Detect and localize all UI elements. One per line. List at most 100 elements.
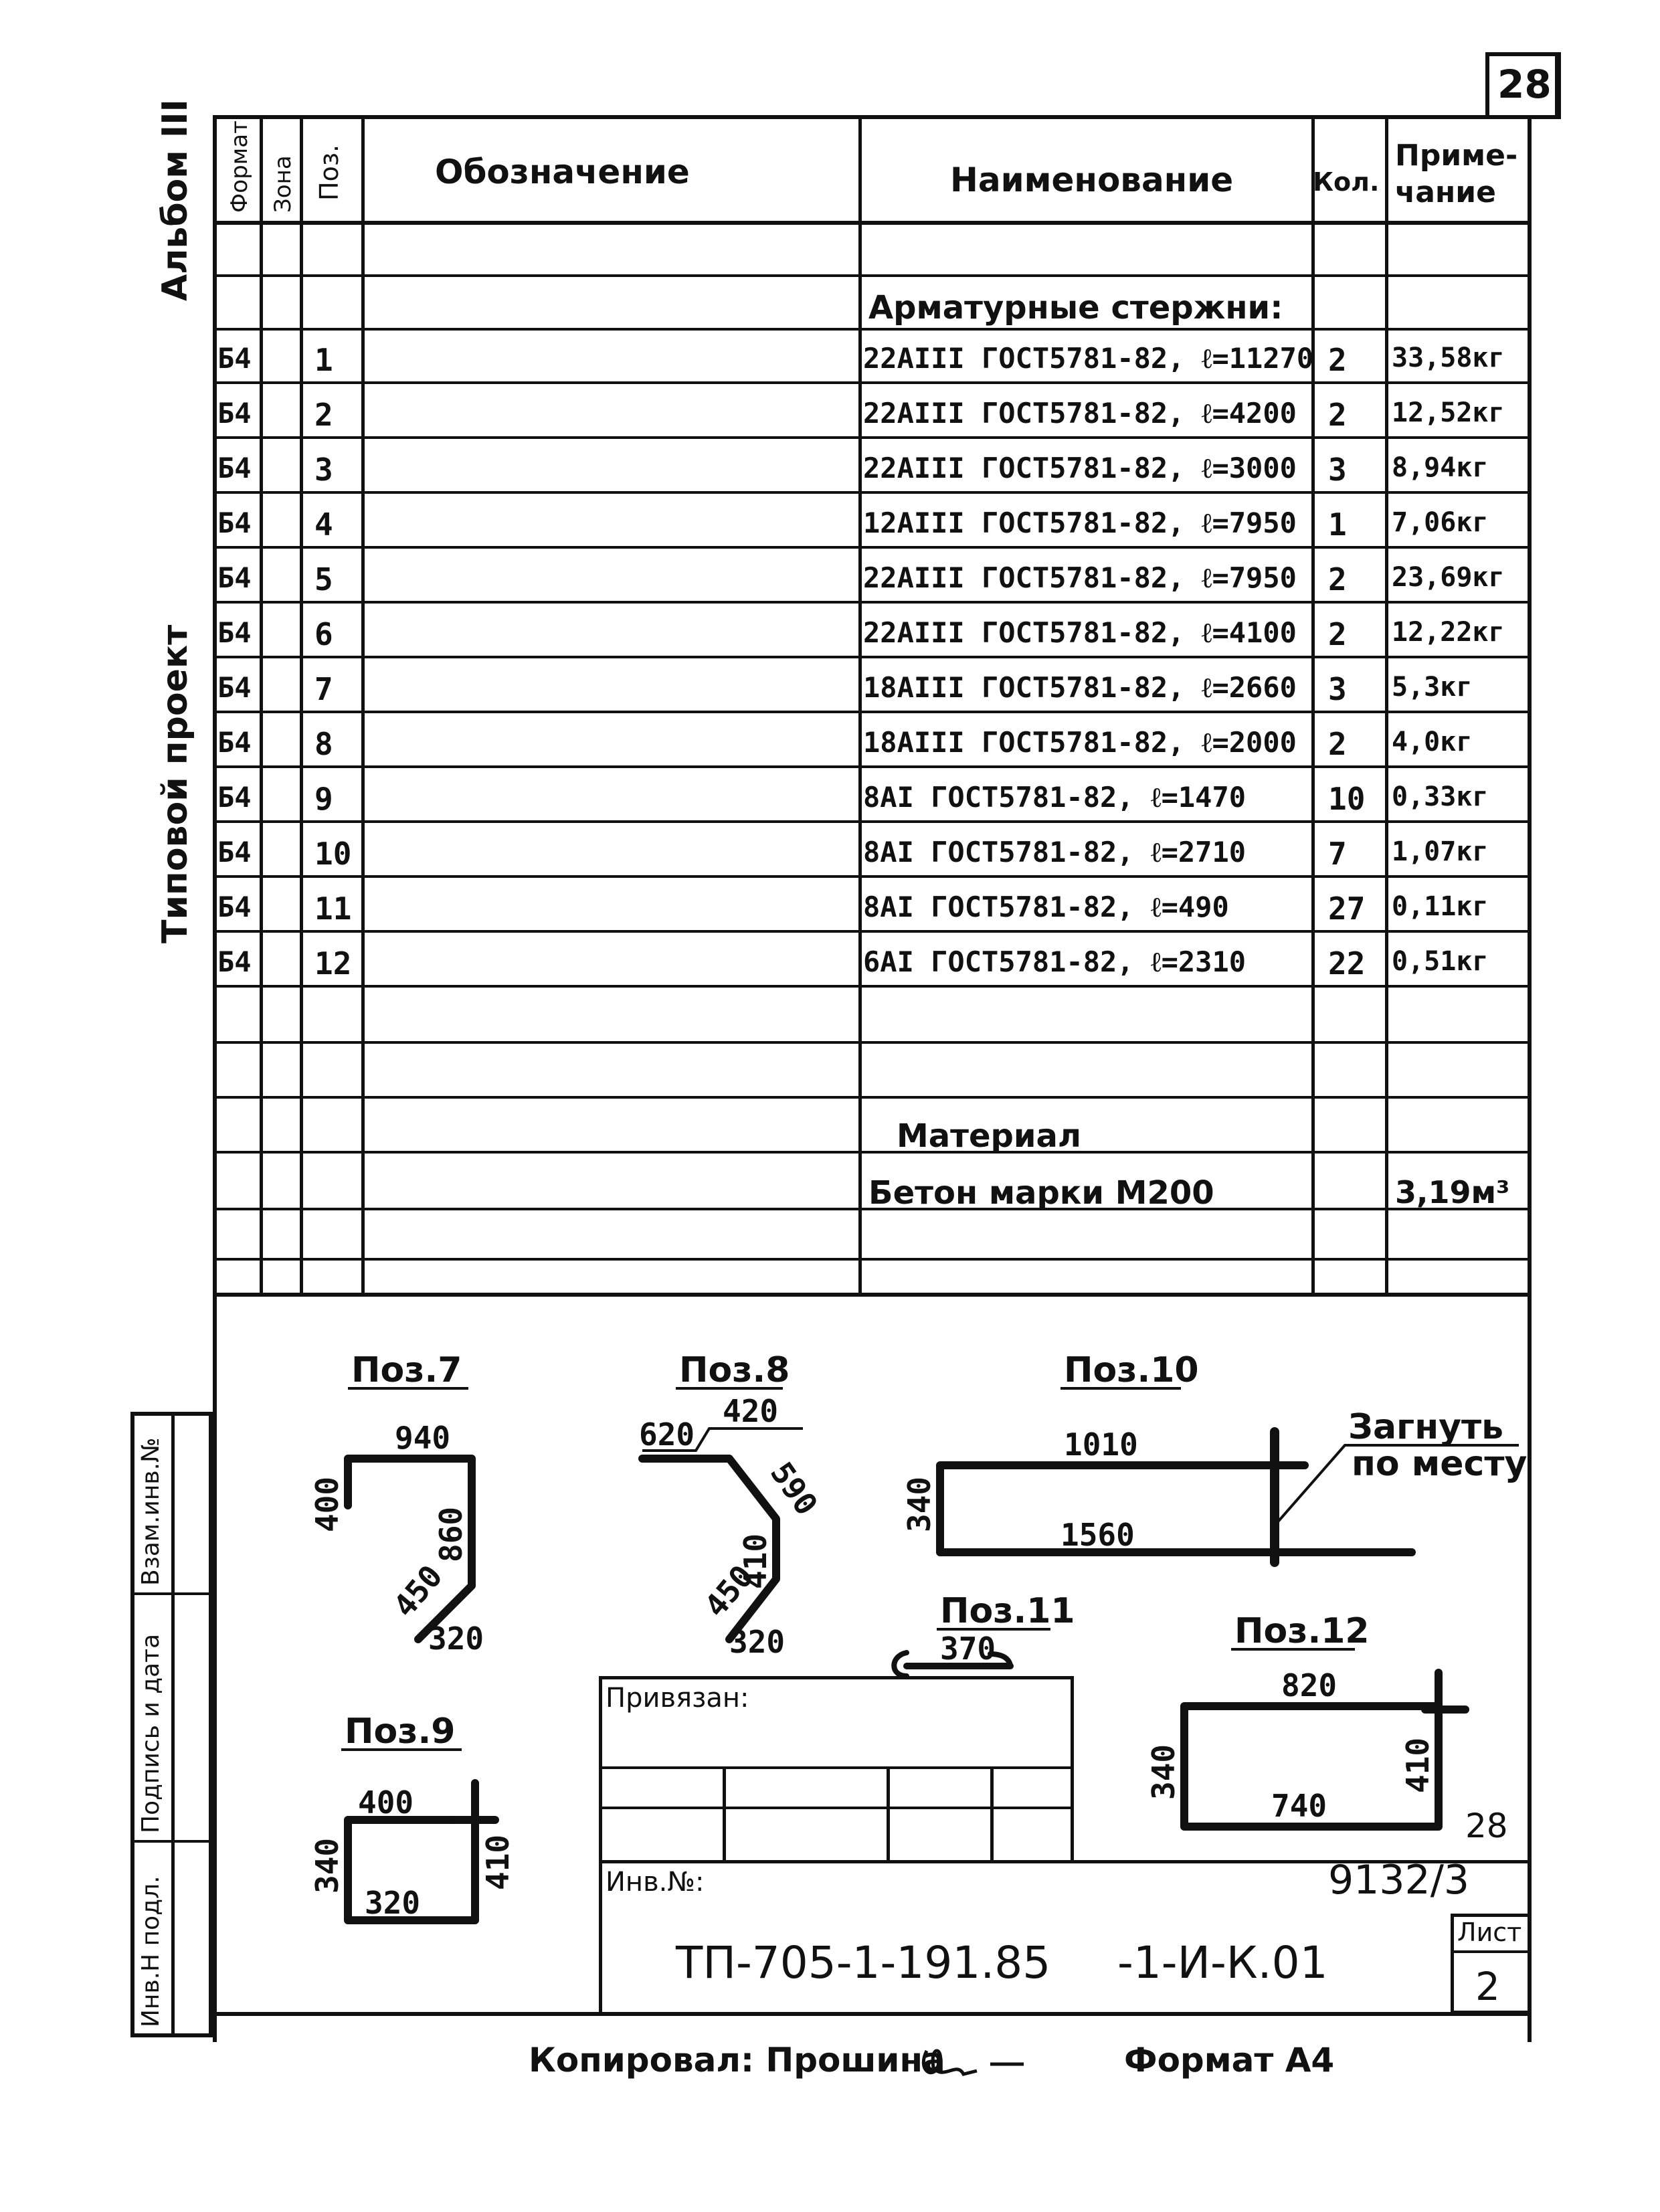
row-format: Б4 xyxy=(217,891,252,923)
row-qty: 2 xyxy=(1328,616,1347,652)
row-note: 33,58кг xyxy=(1392,343,1505,373)
sheet-box xyxy=(1451,1914,1531,2014)
row-format: Б4 xyxy=(217,506,252,539)
row-pos: 6 xyxy=(314,616,333,652)
row-qty: 10 xyxy=(1328,781,1366,817)
svg-text:820: 820 xyxy=(1281,1667,1337,1703)
sheet-label: Лист xyxy=(1457,1918,1522,1947)
format-label: Формат А4 xyxy=(1124,2041,1335,2080)
row-line xyxy=(213,711,1531,713)
row-qty: 3 xyxy=(1328,671,1347,707)
row-line xyxy=(213,1258,1531,1261)
row-format: Б4 xyxy=(217,726,252,759)
row-name: 18АIII ГОСТ5781-82, ℓ=2660 xyxy=(863,671,1297,704)
pos11-label: Поз.11 xyxy=(940,1591,1075,1631)
col-line-format xyxy=(260,115,263,1293)
svg-text:400: 400 xyxy=(358,1784,413,1821)
sheet-value: 2 xyxy=(1475,1964,1500,2009)
row-note: 12,22кг xyxy=(1392,617,1505,648)
row-line xyxy=(213,656,1531,658)
row-line xyxy=(213,1151,1531,1154)
col-line-pos xyxy=(361,115,365,1293)
row-qty: 7 xyxy=(1328,836,1347,872)
col-line-qty xyxy=(1385,115,1388,1293)
row-line xyxy=(213,1041,1531,1044)
small-sheet-num: 28 xyxy=(1465,1807,1508,1845)
pos10-label: Поз.10 xyxy=(1064,1350,1199,1390)
tb-line1 xyxy=(599,1766,1074,1769)
row-qty: 27 xyxy=(1328,891,1366,927)
row-note: 0,51кг xyxy=(1392,946,1489,977)
col-line-left xyxy=(213,115,217,2042)
row-format: Б4 xyxy=(217,452,252,484)
svg-text:620: 620 xyxy=(639,1416,695,1453)
col-line-zone xyxy=(300,115,303,1293)
tb-inv-line xyxy=(599,1860,1529,1863)
col-line-name xyxy=(1311,115,1315,1293)
row-note: 4,0кг xyxy=(1392,727,1473,757)
row-format: Б4 xyxy=(217,561,252,594)
row-line xyxy=(213,820,1531,823)
top-border xyxy=(213,115,1561,119)
svg-text:340: 340 xyxy=(1145,1744,1182,1800)
svg-text:1010: 1010 xyxy=(1064,1426,1138,1463)
pos7-label: Поз.7 xyxy=(351,1350,462,1390)
right-border xyxy=(1557,52,1561,119)
side-stamp-line2 xyxy=(130,1840,213,1843)
tb-left-line xyxy=(599,1860,602,2014)
row-pos: 9 xyxy=(314,781,333,817)
row-qty: 2 xyxy=(1328,397,1347,433)
doc-code: ТП-705-1-191.85 xyxy=(676,1937,1051,1989)
svg-text:по месту: по месту xyxy=(1352,1444,1527,1484)
row-line xyxy=(213,875,1531,878)
svg-text:940: 940 xyxy=(395,1420,450,1456)
tb-col1 xyxy=(723,1766,726,1863)
row-line xyxy=(213,1293,1531,1297)
row-pos: 4 xyxy=(314,506,333,543)
svg-text:400: 400 xyxy=(309,1477,345,1532)
svg-text:410: 410 xyxy=(480,1835,516,1890)
header-bottom-line xyxy=(213,221,1531,225)
pos8-shape xyxy=(638,1455,780,1643)
svg-text:410: 410 xyxy=(737,1534,773,1589)
row-note: 7,06кг xyxy=(1392,507,1489,538)
sheet-number: 28 xyxy=(1497,62,1552,107)
svg-text:320: 320 xyxy=(428,1621,484,1657)
row-format: Б4 xyxy=(217,945,252,978)
row-name: 12АIII ГОСТ5781-82, ℓ=7950 xyxy=(863,506,1297,539)
pos8-label: Поз.8 xyxy=(679,1350,790,1390)
doc-suffix: -1-И-К.01 xyxy=(1117,1937,1328,1989)
row-line xyxy=(213,765,1531,768)
row-pos: 5 xyxy=(314,561,333,597)
svg-text:1560: 1560 xyxy=(1060,1517,1135,1553)
row-pos: 3 xyxy=(314,452,333,488)
row-name: 22АIII ГОСТ5781-82, ℓ=7950 xyxy=(863,561,1297,594)
row-name: 22АIII ГОСТ5781-82, ℓ=3000 xyxy=(863,452,1297,484)
row-name: 8АI ГОСТ5781-82, ℓ=490 xyxy=(863,891,1229,923)
row-pos: 12 xyxy=(314,945,352,982)
svg-text:370: 370 xyxy=(940,1631,996,1667)
col-line-desig xyxy=(858,115,862,1293)
row-name: 8АI ГОСТ5781-82, ℓ=2710 xyxy=(863,836,1247,868)
svg-text:320: 320 xyxy=(729,1624,785,1660)
row-pos: 1 xyxy=(314,342,333,378)
tb-col2 xyxy=(887,1766,890,1863)
header-qty: Кол. xyxy=(1313,167,1380,197)
row-name: 22АIII ГОСТ5781-82, ℓ=4100 xyxy=(863,616,1297,649)
pos9-shape xyxy=(344,1779,479,1924)
row-qty: 2 xyxy=(1328,726,1347,762)
concrete-name: Бетон марки М200 xyxy=(868,1174,1214,1212)
copied-by: Копировал: Прошина xyxy=(529,2041,945,2080)
row-qty: 1 xyxy=(1328,506,1347,543)
row-format: Б4 xyxy=(217,836,252,868)
row-pos: 8 xyxy=(314,726,333,762)
pos9-label: Поз.9 xyxy=(345,1712,455,1752)
row-qty: 3 xyxy=(1328,452,1347,488)
section-rebar: Арматурные стержни: xyxy=(868,289,1283,327)
row-note: 12,52кг xyxy=(1392,397,1505,428)
row-pos: 11 xyxy=(314,891,352,927)
row-line xyxy=(213,601,1531,604)
row-name: 18АIII ГОСТ5781-82, ℓ=2000 xyxy=(863,726,1297,759)
header-name: Наименование xyxy=(950,161,1234,199)
